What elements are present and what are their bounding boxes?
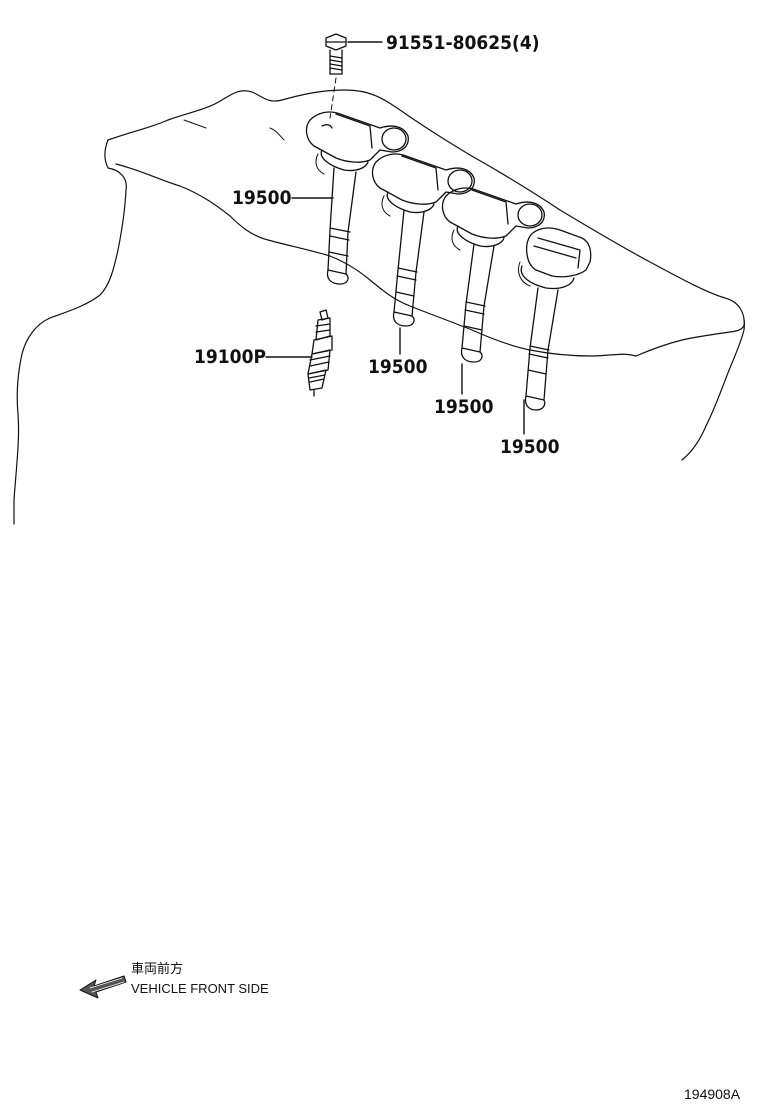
coil-4-part-number: 19500 [500, 436, 560, 458]
direction-note-en: VEHICLE FRONT SIDE [131, 981, 269, 996]
spark-plug-shape [308, 310, 332, 396]
bolt-part-number: 91551-80625(4) [386, 32, 540, 54]
coil-3-part-number: 19500 [434, 396, 494, 418]
cylinder-head-outline [14, 90, 744, 524]
vehicle-front-arrow [80, 976, 126, 998]
ignition-coil-2-shape [373, 154, 475, 326]
coil-1-part-number: 19500 [232, 187, 292, 209]
spark-plug-part-number: 19100P [194, 346, 266, 368]
bolt-shape [326, 34, 346, 118]
coil-2-part-number: 19500 [368, 356, 428, 378]
ignition-coil-1-shape [307, 112, 409, 284]
ignition-coil-3-shape [443, 188, 545, 362]
figure-code: 194908A [684, 1086, 741, 1102]
direction-note-jp: 車両前方 [131, 961, 184, 976]
ignition-coil-4-shape [518, 228, 590, 410]
